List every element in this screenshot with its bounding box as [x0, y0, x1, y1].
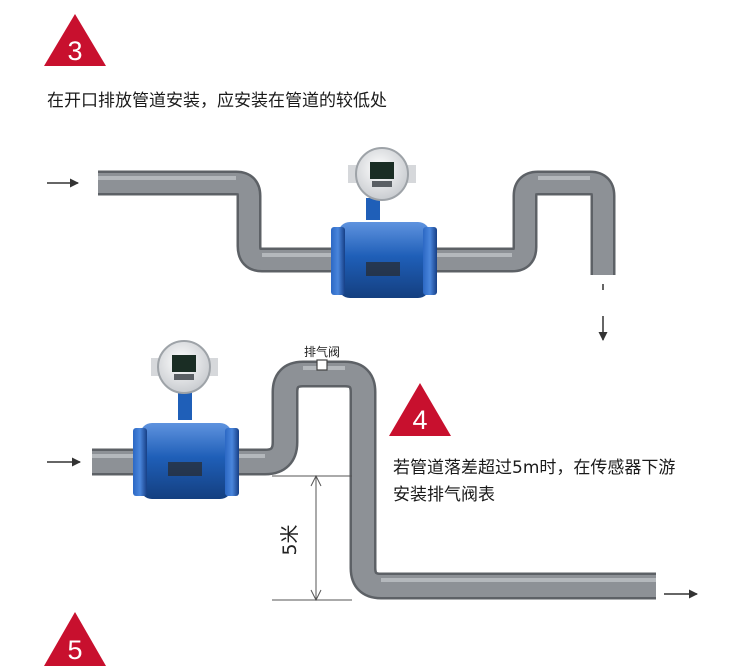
step-3-description: 在开口排放管道安装，应安装在管道的较低处: [47, 91, 387, 111]
step-3-badge: 3: [44, 14, 106, 66]
lower-electromagnetic-flowmeter: [133, 340, 239, 499]
step-4-description-line-2: 安装排气阀表: [393, 485, 495, 505]
exhaust-valve: 排气阀: [304, 344, 340, 371]
step-4-number: 4: [412, 405, 427, 435]
warning-triangle-icon: [44, 612, 106, 666]
step-4-description-line-1: 若管道落差超过5m时，在传感器下游: [393, 458, 676, 478]
warning-triangle-icon: [44, 14, 106, 66]
warning-triangle-icon: [389, 383, 451, 436]
drop-height-label: 5米: [279, 524, 301, 555]
drop-height-dimension: 5米: [272, 474, 352, 602]
step-5-number: 5: [67, 635, 82, 665]
step-3-number: 3: [67, 36, 82, 66]
step-4-badge: 4: [389, 383, 451, 436]
step-5-badge: 5: [44, 612, 106, 666]
exhaust-valve-icon: [316, 359, 328, 371]
exhaust-valve-label: 排气阀: [304, 344, 340, 359]
upper-electromagnetic-flowmeter: [331, 147, 437, 298]
